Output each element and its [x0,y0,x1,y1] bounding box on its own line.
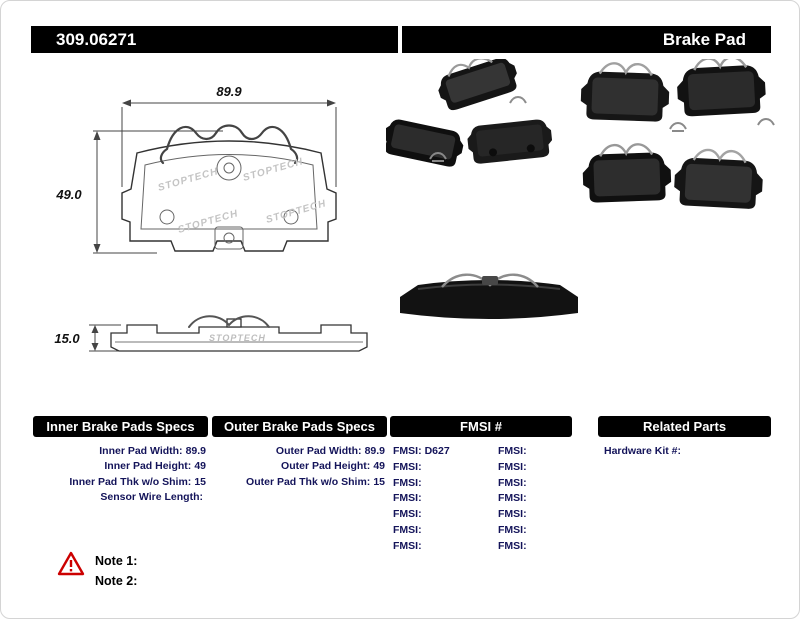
side-view-clip-wire [188,315,270,328]
pad-front-view [121,140,337,252]
product-photo-pads-grid [580,59,775,209]
spec-row: Sensor Wire Length: [100,491,203,504]
fmsi-list-right: FMSI: FMSI: FMSI: FMSI: FMSI: FMSI: FMSI… [498,444,578,555]
note-1-label: Note 1: [95,554,138,568]
pad-side-view [110,318,368,352]
height-dim-label: 49.0 [55,187,82,202]
product-photo-pads-angled [386,59,553,167]
warning-icon [57,551,85,576]
spec-row: Outer Pad Height:49 [281,460,385,473]
fmsi-row: FMSI: [393,508,422,521]
spec-row: Inner Pad Thk w/o Shim:15 [69,475,206,488]
related-parts-header: Related Parts [598,416,771,437]
spec-row: Hardware Kit #: [604,445,682,457]
fmsi-row: FMSI: [498,523,527,536]
height-dimension [93,130,223,254]
width-dimension [121,102,337,187]
watermark: STOPTECH [209,333,266,343]
part-number-header: 309.06271 [31,26,398,53]
related-parts-list: Hardware Kit #: [604,444,769,459]
outer-specs-header: Outer Brake Pads Specs [212,416,387,437]
note-2-label: Note 2: [95,574,138,588]
technical-drawing: 89.9 49.0 STOPTECH STOPTECH STOPTECH [54,84,368,352]
fmsi-row: FMSI:D627 [393,445,450,457]
width-dim-label: 89.9 [216,84,242,99]
pad-front-details [140,154,318,250]
spec-row: Outer Pad Width:89.9 [275,445,385,457]
spring-clip-wire [159,124,299,165]
fmsi-row: FMSI: [393,476,422,489]
fmsi-row: FMSI: [498,445,527,457]
thickness-dim-label: 15.0 [54,331,80,346]
fmsi-row: FMSI: [498,539,527,552]
product-type-header: Brake Pad [402,26,771,53]
product-photo-side-view [400,273,578,319]
fmsi-row: FMSI: [498,508,527,521]
spec-row: Inner Pad Height:49 [104,460,206,473]
product-photos [386,59,775,319]
fmsi-row: FMSI: [393,460,422,473]
fmsi-row: FMSI: [498,492,527,505]
fmsi-row: FMSI: [393,492,422,505]
fmsi-row: FMSI: [393,539,422,552]
spec-row: Outer Pad Thk w/o Shim:15 [246,475,385,488]
inner-specs-list: Inner Pad Width:89.9 Inner Pad Height:49… [33,444,206,506]
inner-specs-header: Inner Brake Pads Specs [33,416,208,437]
fmsi-row: FMSI: [498,476,527,489]
fmsi-list-left: FMSI:D627 FMSI: FMSI: FMSI: FMSI: FMSI: … [393,444,493,555]
fmsi-row: FMSI: [498,460,527,473]
fmsi-row: FMSI: [393,523,422,536]
outer-specs-list: Outer Pad Width:89.9 Outer Pad Height:49… [212,444,385,490]
spec-row: Inner Pad Width:89.9 [99,445,206,457]
fmsi-header: FMSI # [390,416,572,437]
